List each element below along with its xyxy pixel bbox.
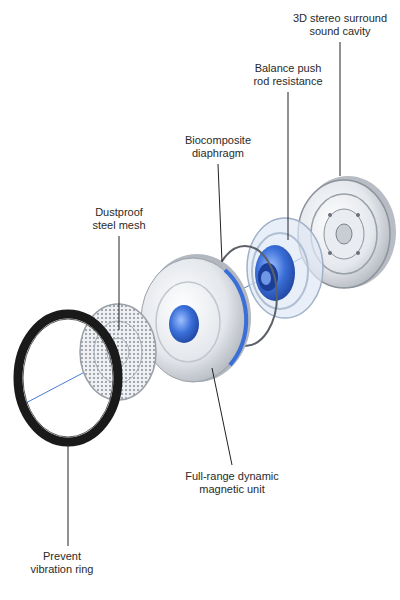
- diaphragm: [141, 254, 251, 382]
- part-label: 3D stereo surround sound cavity: [289, 12, 391, 38]
- leader-line: [340, 42, 341, 176]
- part-label: Prevent vibration ring: [22, 550, 102, 576]
- vibration-ring: [18, 314, 118, 442]
- part-label: Biocomposite diaphragm: [178, 134, 258, 160]
- leader-lines: [68, 42, 340, 546]
- leader-line: [212, 368, 232, 465]
- magnetic-unit: [247, 218, 323, 318]
- part-label: Full-range dynamic magnetic unit: [178, 470, 286, 496]
- part-label: Balance push rod resistance: [248, 62, 328, 88]
- leader-line: [68, 444, 69, 546]
- leader-line: [119, 236, 120, 330]
- part-label: Dustproof steel mesh: [88, 206, 150, 232]
- leader-line: [218, 164, 222, 262]
- leader-line: [288, 92, 289, 240]
